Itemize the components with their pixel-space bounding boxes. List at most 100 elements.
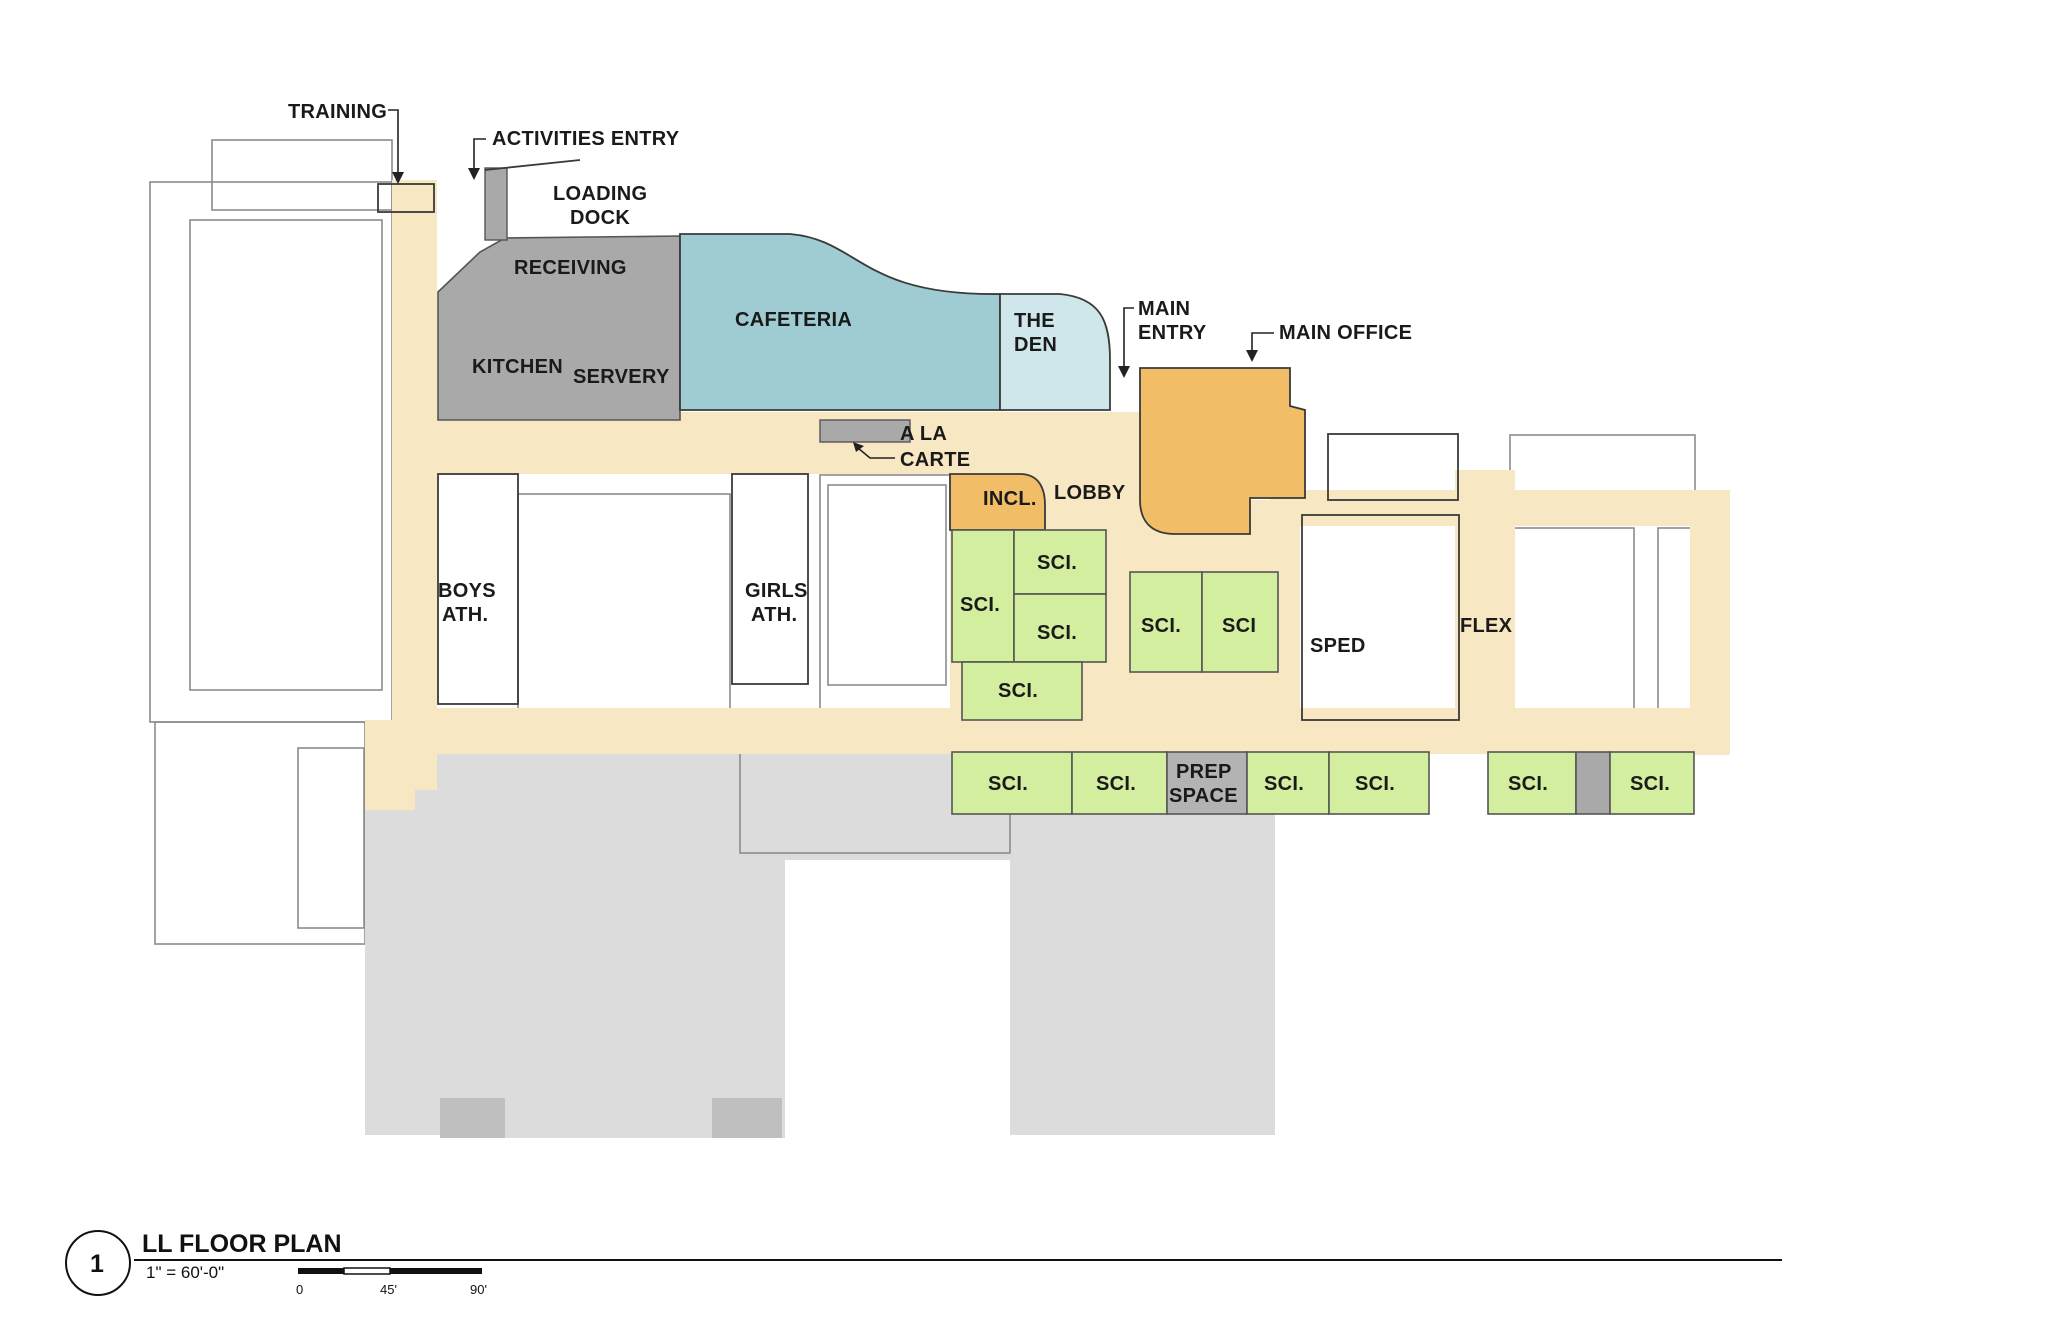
science-room-s2 [1071,751,1168,815]
existing-north-annex [211,139,393,211]
prep-space-zone [1166,751,1248,815]
label-sci-s1: SCI. [988,773,1028,795]
callout-main-office-leader [1251,332,1274,356]
label-the-den-1: THE [1014,310,1055,332]
existing-pad-b [712,1098,782,1138]
existing-auditorium [819,474,953,721]
scale-tick-90: 90' [470,1282,487,1297]
callout-activities-entry: ACTIVITIES ENTRY [492,128,680,150]
existing-gym-block [149,181,393,723]
scale-bar-seg-1 [298,1268,344,1274]
callout-activities-arrow [468,168,480,180]
existing-central-gym [517,493,731,721]
loading-dock-ramp [484,159,581,171]
science-room-mid-b [1201,571,1279,673]
boys-athletics-zone [437,473,519,705]
callout-training-leader [388,109,399,178]
label-sci-s4: SCI. [1355,773,1395,795]
label-servery: SERVERY [573,366,670,388]
callout-a-la-carte-leader [857,447,895,459]
label-sci-s2: SCI. [1096,773,1136,795]
existing-building [149,139,1719,1160]
science-room-nw [951,529,1015,663]
callout-main-entry-1: MAIN [1138,298,1190,320]
callout-main-entry-leader [1123,307,1134,372]
title-number: 1 [90,1250,104,1278]
label-sci-mid-b: SCI [1222,615,1256,637]
callouts: TRAINING ACTIVITIES ENTRY LOADING DOCK M… [288,101,1412,471]
label-lobby: LOBBY [1054,482,1126,504]
label-receiving: RECEIVING [514,257,627,279]
label-incl: INCL. [983,488,1037,510]
science-room-s5 [1487,751,1577,815]
sped-zone [1301,514,1460,721]
label-sci-e: SCI. [1037,622,1077,644]
science-room-s1 [951,751,1073,815]
scale-tick-0: 0 [296,1282,303,1297]
corridor-west-spine [392,180,437,790]
callout-a-la-carte-1: A LA [900,423,947,445]
scale-text: 1" = 60'-0" [146,1263,224,1282]
inclusion-zone [949,473,1046,531]
loading-dock-wall [484,167,508,241]
scale-bar-seg-2 [343,1267,391,1275]
label-sci-s6: SCI. [1630,773,1670,795]
existing-auditorium-inner [827,484,947,686]
science-room-s6 [1609,751,1695,815]
existing-pad-a [440,1098,505,1138]
room-labels: CAFETERIA THE DEN RECEIVING KITCHEN SERV… [438,257,1670,807]
label-flex: FLEX [1460,615,1513,637]
corridor-east-end [1690,500,1730,755]
label-girls-ath-2: ATH. [751,604,797,626]
training-zone [377,183,435,213]
scale-tick-45: 45' [380,1282,397,1297]
title-label: LL FLOOR PLAN [142,1230,342,1258]
girls-athletics-zone [731,473,809,685]
science-room-e [1013,593,1107,663]
label-sci-s5: SCI. [1508,773,1548,795]
existing-southwest-block [154,721,366,945]
existing-east-wing [1511,527,1635,724]
the-den-zone [999,293,1111,411]
callout-main-entry-arrow [1118,366,1130,378]
callout-a-la-carte-2: CARTE [900,449,970,471]
existing-gym-floor [189,219,383,691]
label-sci-ne: SCI. [1037,552,1077,574]
callout-training-arrow [392,172,404,184]
main-office-zone [1139,367,1306,535]
stair-core-gray [1575,751,1611,815]
corridor-sw-link [365,720,415,810]
callout-main-entry-2: ENTRY [1138,322,1207,344]
existing-south-bottom-a [440,860,785,1138]
label-the-den-2: DEN [1014,334,1057,356]
science-room-s3 [1246,751,1330,815]
corridor-east-flex [1455,470,1515,720]
service-areas [437,159,911,443]
label-boys-ath-2: ATH. [442,604,488,626]
label-sci-s3: SCI. [1264,773,1304,795]
callout-loading-dock-2: DOCK [570,207,630,229]
callout-a-la-carte-arrow [853,442,864,452]
title-block: 1 LL FLOOR PLAN 1" = 60'-0" 0 45' 90' [65,1230,1782,1297]
label-kitchen: KITCHEN [472,356,563,378]
label-sci-mid-a: SCI. [1141,615,1181,637]
label-sci-nw: SCI. [960,594,1000,616]
callout-training: TRAINING [288,101,387,123]
callout-main-office-arrow [1246,350,1258,362]
title-number-circle [65,1230,131,1296]
existing-south-bottom-b [1010,860,1275,1135]
science-room-s4 [1328,751,1430,815]
callout-loading-dock-1: LOADING [553,183,647,205]
label-prep-2: SPACE [1169,785,1238,807]
label-sci-sw: SCI. [998,680,1038,702]
science-room-ne [1013,529,1107,595]
callout-main-office: MAIN OFFICE [1279,322,1412,344]
sped-north-zone [1327,433,1459,501]
science-room-sw [961,661,1083,721]
existing-notch [785,860,1010,1160]
label-sped: SPED [1310,635,1366,657]
ala-carte-kiosk [819,419,911,443]
scale-bar-seg-3 [390,1268,482,1274]
callout-activities-leader [473,138,486,174]
